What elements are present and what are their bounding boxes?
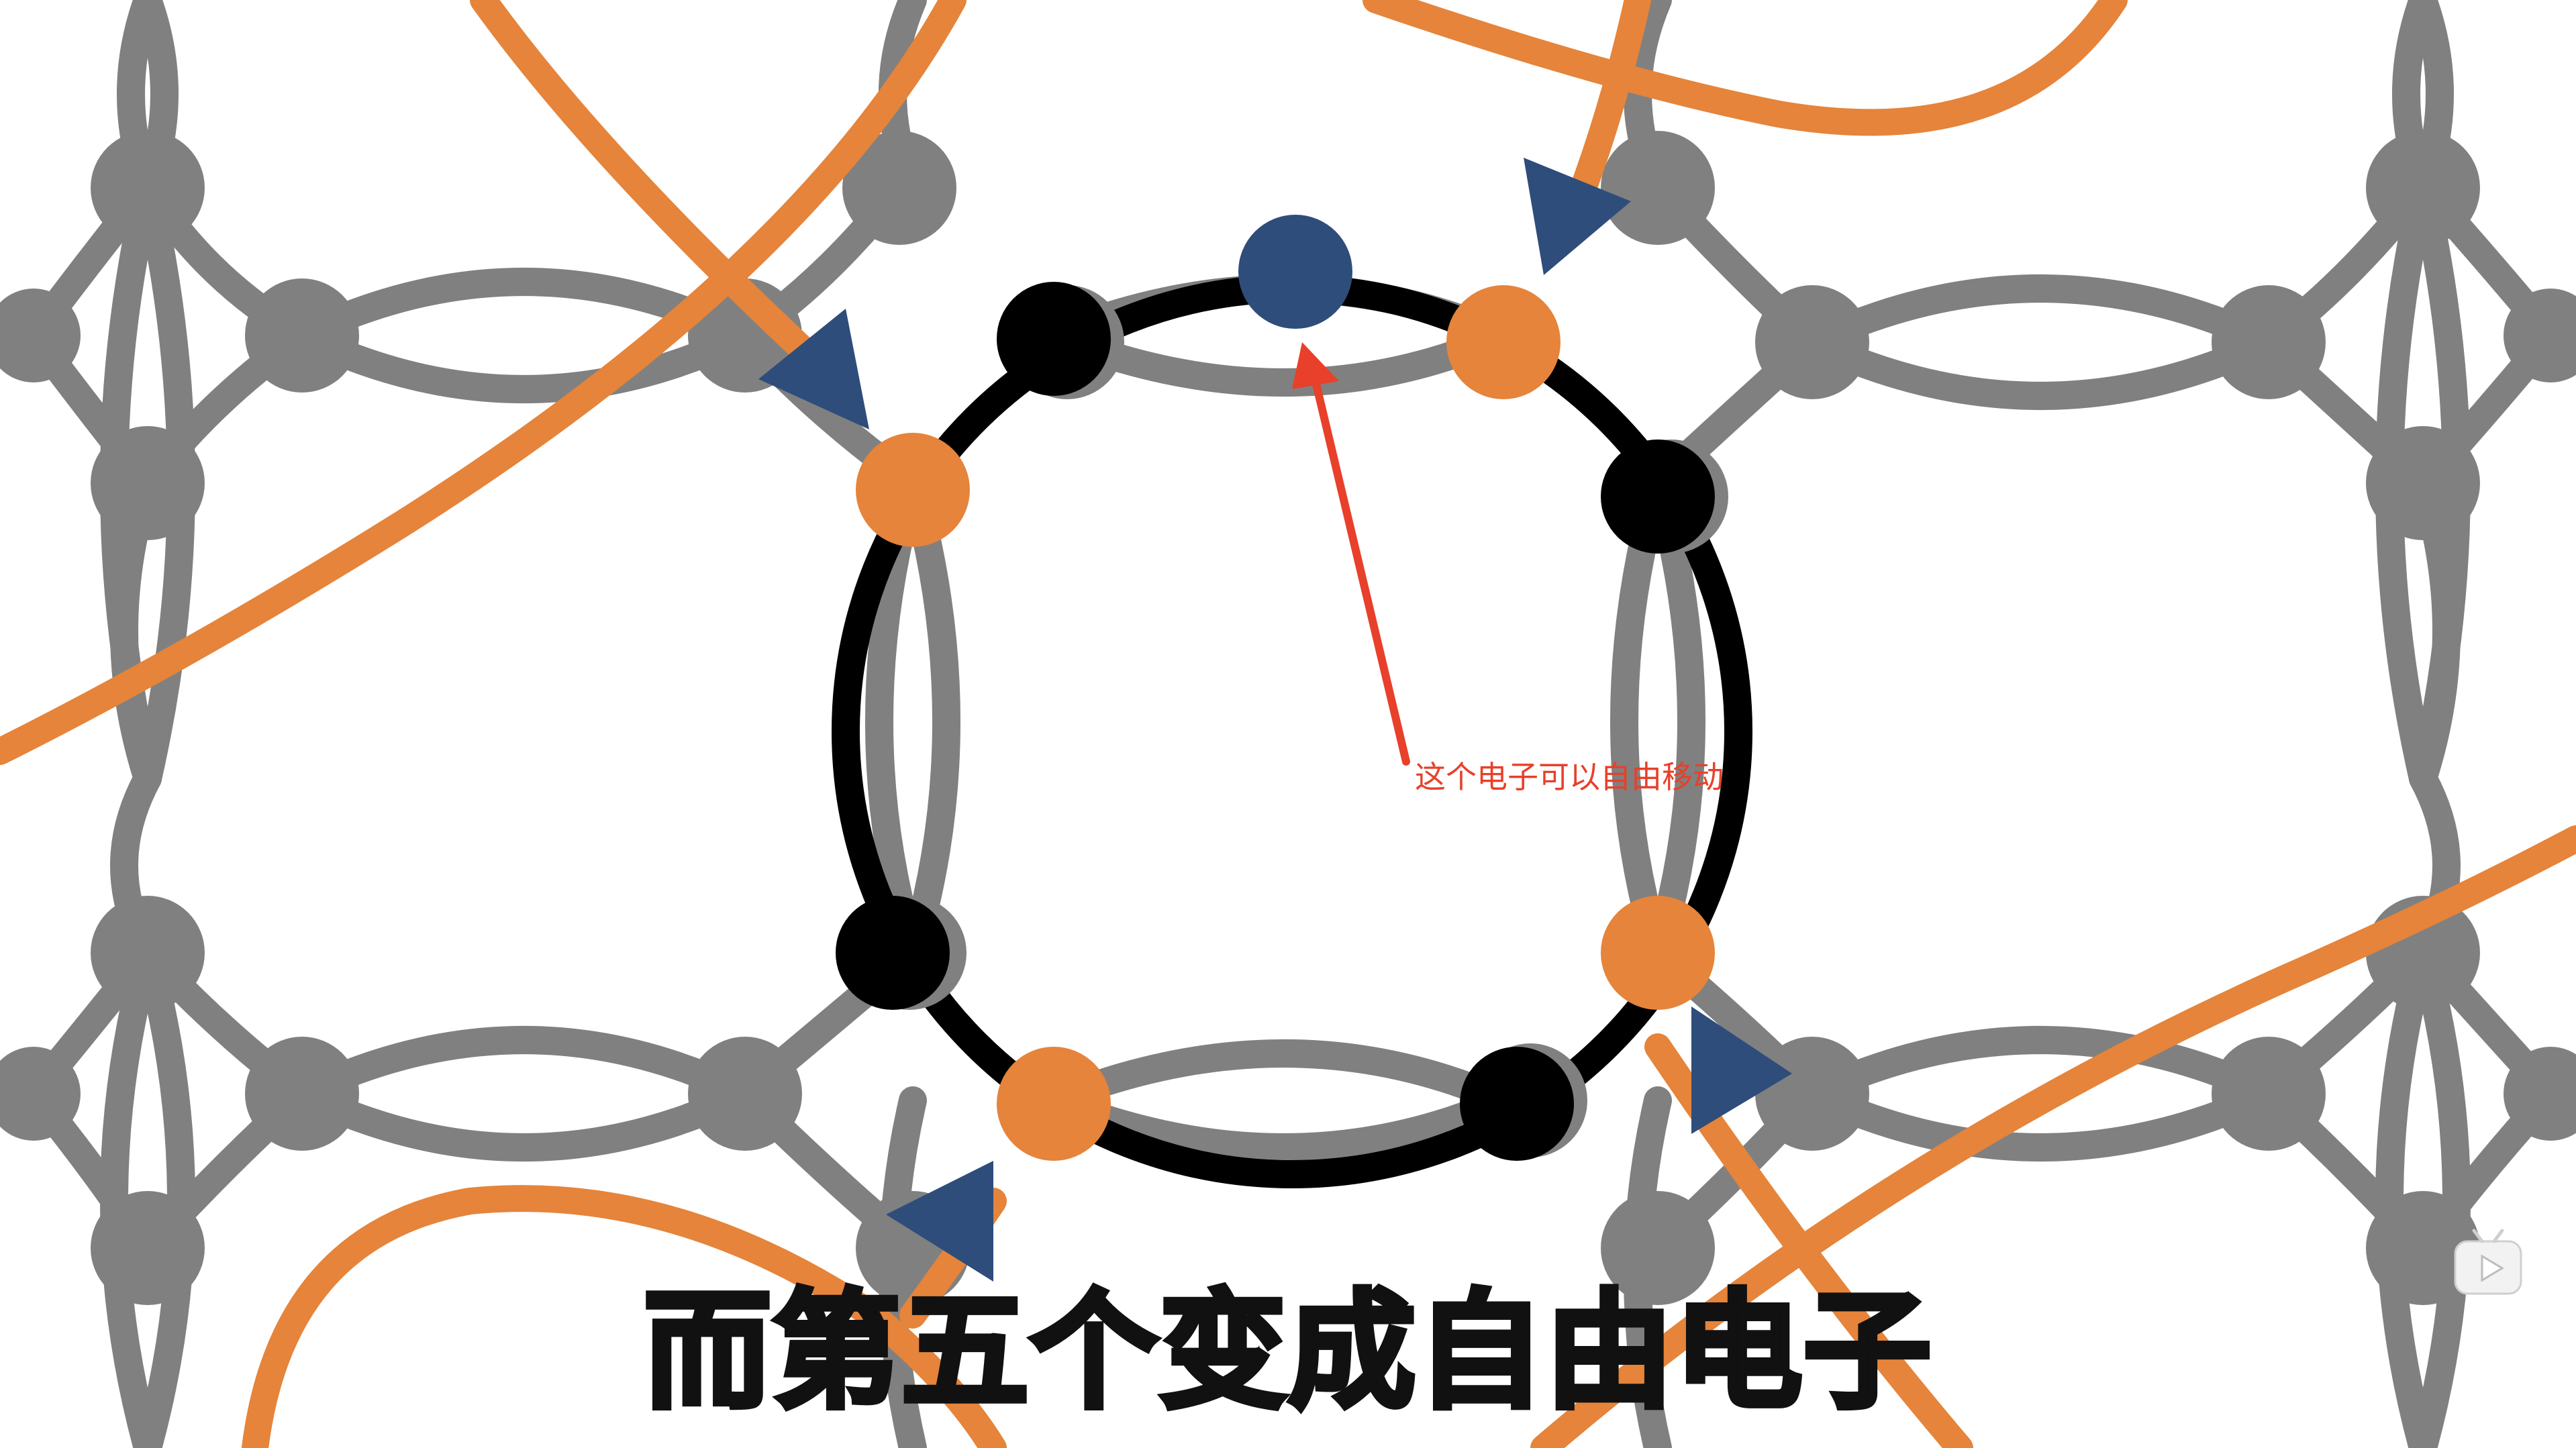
lattice-bond (1040, 1086, 1518, 1161)
lattice-bond (1040, 1039, 1518, 1115)
lattice-atom (2212, 285, 2326, 399)
lattice-bond (288, 321, 759, 403)
lattice-bond (899, 469, 960, 967)
electron-path (1363, 0, 2128, 136)
direction-arrows (758, 158, 1792, 1282)
lattice-atom (91, 896, 205, 1010)
annotation-arrow (1292, 342, 1410, 766)
lattice-atom (2504, 289, 2576, 382)
annotation-arrow-line (1310, 372, 1410, 766)
lattice-atom (1601, 131, 1715, 245)
lattice-atom (0, 289, 81, 382)
valence-electron-black (836, 896, 950, 1010)
lattice-atom (1601, 1191, 1715, 1305)
triangle-arrow-icon (758, 309, 869, 429)
valence-electron-black (1601, 439, 1715, 554)
lattice-atom (2504, 1047, 2576, 1141)
lattice-bond (1798, 1026, 2283, 1108)
triangle-arrow-icon (1524, 158, 1631, 275)
subtitle-caption: 而第五个变成自由电子 (641, 1276, 1934, 1429)
valence-electron-orange (856, 433, 970, 547)
lattice-bond (288, 1080, 759, 1161)
valence-electrons (836, 215, 1728, 1161)
electron-path (1530, 825, 2576, 1448)
valence-electron-orange (997, 1047, 1111, 1161)
free-electron (1238, 215, 1352, 329)
lattice-atom (842, 131, 956, 245)
valence-electron-orange (1446, 285, 1561, 399)
lattice-atom (1755, 1037, 1869, 1151)
triangle-arrow-icon (886, 1161, 993, 1282)
valence-electron-black (997, 282, 1111, 396)
electron-path (242, 1185, 1007, 1448)
lattice-atom (688, 1037, 802, 1151)
video-play-logo-icon (2454, 1229, 2522, 1295)
lattice-atoms (0, 131, 2576, 1305)
electron-path (470, 0, 859, 403)
triangle-arrow-icon (1691, 1006, 1792, 1134)
lattice-atom (91, 1191, 205, 1305)
valence-electron-black (1460, 1047, 1574, 1161)
lattice-atom (2212, 1037, 2326, 1151)
lattice-atom (245, 1037, 359, 1151)
lattice-atom (2366, 426, 2480, 540)
lattice-bond (1798, 328, 2283, 410)
lattice-atom (0, 1047, 81, 1141)
lattice-atom (2366, 1191, 2480, 1305)
valence-electron-orange (1601, 896, 1715, 1010)
lattice-atom (91, 426, 205, 540)
lattice-atom (91, 131, 205, 245)
annotation-arrow-head (1292, 342, 1339, 389)
lattice-atom (1755, 285, 1869, 399)
lattice-bond (1798, 274, 2283, 356)
electron-path (0, 0, 967, 765)
lattice-bond (1610, 469, 1672, 967)
lattice-bond (288, 1026, 759, 1108)
annotation-label: 这个电子可以自由移动 (1415, 759, 1724, 795)
lattice-atom (2366, 131, 2480, 245)
lattice-atom (245, 278, 359, 393)
lattice-bond (1798, 1080, 2283, 1161)
